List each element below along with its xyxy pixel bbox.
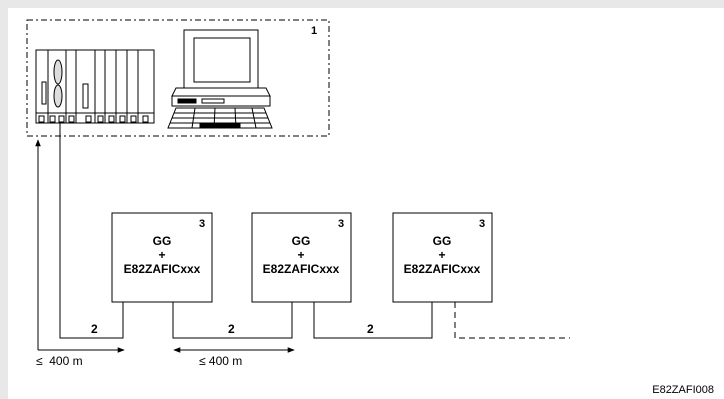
device-number: 3 — [338, 218, 344, 230]
cable-label: 2 — [367, 322, 374, 336]
system-box-number: 1 — [311, 25, 317, 37]
cable-label: 2 — [228, 322, 235, 336]
system-box — [26, 19, 330, 137]
plc-rack-icon — [35, 49, 155, 124]
device-line1: GG — [153, 234, 172, 248]
pc-icon — [167, 29, 273, 129]
left-border — [0, 0, 8, 399]
distance-label: ≤ 400 m — [36, 354, 83, 368]
device-line1: GG — [292, 234, 311, 248]
device-box: 3 GG + E82ZAFICxxx — [392, 212, 493, 303]
device-box: 3 GG + E82ZAFICxxx — [111, 212, 213, 303]
distance-label: ≤ 400 m — [199, 354, 242, 368]
device-line3: E82ZAFICxxx — [263, 262, 340, 276]
bus-cable-3 — [313, 302, 433, 339]
top-border — [0, 0, 724, 8]
figure-id: E82ZAFI008 — [652, 384, 714, 396]
bus-cable-continuation — [454, 302, 570, 339]
device-line2: + — [297, 248, 304, 262]
device-number: 3 — [479, 218, 485, 230]
device-number: 3 — [199, 218, 205, 230]
device-line3: E82ZAFICxxx — [404, 262, 481, 276]
device-line2: + — [438, 248, 445, 262]
cable-label: 2 — [91, 322, 98, 336]
bus-cable — [59, 123, 124, 339]
bus-cable-2 — [172, 302, 293, 339]
device-line2: + — [158, 248, 165, 262]
device-line3: E82ZAFICxxx — [124, 262, 201, 276]
device-box: 3 GG + E82ZAFICxxx — [251, 212, 352, 303]
device-line1: GG — [433, 234, 452, 248]
